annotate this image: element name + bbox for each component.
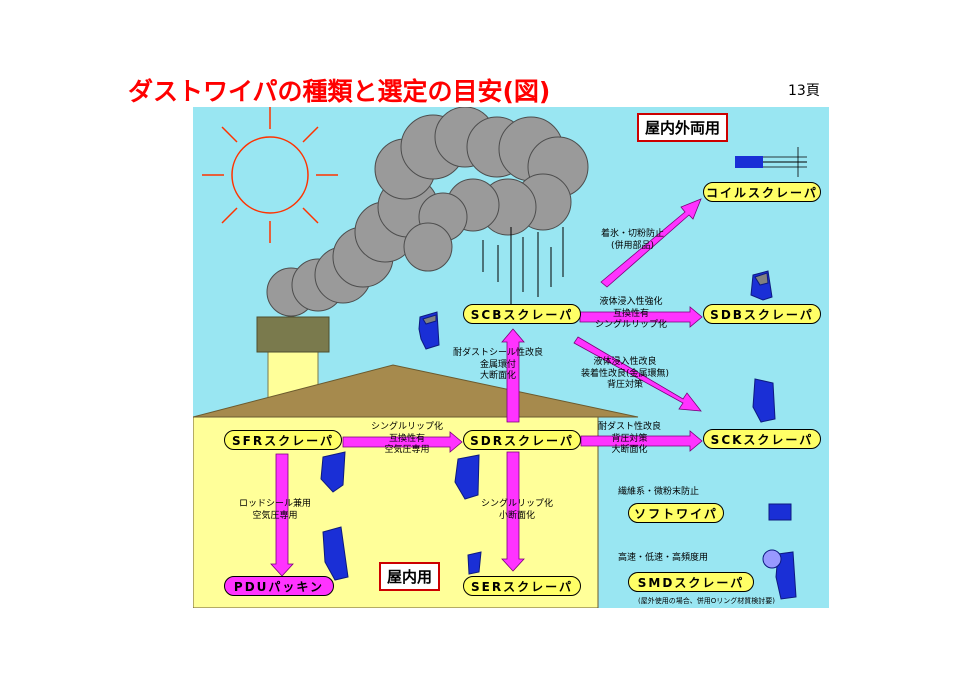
sck-seal-icon [752, 378, 776, 423]
pipe-rod-icon [735, 147, 807, 177]
sun-icon [202, 107, 338, 243]
sdr-to-sck-note: 耐ダスト性改良背圧対策大断面化 [598, 422, 662, 455]
soft-wiper-label: ソフトワイパ [628, 503, 724, 523]
sdr-to-scb-note: 耐ダストシール性改良金属環付大断面化 [453, 348, 544, 381]
indoor-outdoor-label: 屋内外両用 [637, 113, 729, 142]
soft-wiper-icon [768, 503, 792, 521]
smd-o-ring-icon [762, 549, 782, 569]
sfr-seal-icon [320, 451, 346, 493]
ser-scraper-label: SERスクレーパ [463, 576, 581, 596]
roof-icon [193, 364, 639, 418]
rain-icon [482, 227, 564, 307]
page-title: ダストワイパの種類と選定の目安(図) [128, 77, 551, 106]
scb-scraper-label: SCBスクレーパ [463, 304, 581, 324]
flow-arrows [270, 198, 703, 577]
seal-profiles [320, 270, 797, 600]
ice-prevention-note: 着氷・切粉防止(併用部品) [601, 229, 665, 251]
soft-wiper-note: 繊維系・微粉末防止 [618, 487, 700, 497]
sdb-scraper-label: SDBスクレーパ [703, 304, 821, 324]
ser-seal-icon [467, 551, 482, 575]
smd-note: 高速・低速・高頻度用 [618, 553, 709, 563]
sck-scraper-label: SCKスクレーパ [703, 429, 821, 449]
smd-scraper-label: SMDスクレーパ [628, 572, 754, 592]
coil-scraper-label: コイルスクレーパ [703, 182, 821, 202]
sdb-ring-icon [754, 272, 769, 286]
smd-seal-icon [775, 551, 797, 600]
sdr-to-ser-note: シングルリップ化小断面化 [481, 499, 554, 521]
sfr-to-pdu-note: ロッドシール兼用空気圧専用 [239, 499, 312, 521]
outdoor-use-footnote: (屋外使用の場合、併用Oリング材質検討要) [638, 597, 775, 605]
sdr-scraper-label: SDRスクレーパ [463, 430, 581, 450]
sfr-scraper-label: SFRスクレーパ [224, 430, 342, 450]
pdu-packing-label: PDUパッキン [224, 576, 334, 596]
pdu-seal-icon [322, 526, 349, 581]
scb-to-sck-note: 液体浸入性改良装着性改良(金属環無)背圧対策 [581, 357, 670, 390]
wiper-selection-diagram: 屋内外両用 屋内用 コイルスクレーパ SCBスクレーパ SDBスクレーパ SCK… [193, 107, 829, 608]
sfr-to-sdr-note: シングルリップ化互換性有空気圧専用 [371, 422, 444, 455]
smoke-cloud-icon [266, 107, 589, 317]
sdr-seal-icon [454, 454, 480, 500]
indoor-label: 屋内用 [379, 562, 441, 591]
scb-ring-icon [422, 314, 437, 325]
page-number: 13頁 [788, 83, 820, 99]
scb-to-sdb-note: 液体浸入性強化互換性有シングルリップ化 [595, 297, 668, 330]
